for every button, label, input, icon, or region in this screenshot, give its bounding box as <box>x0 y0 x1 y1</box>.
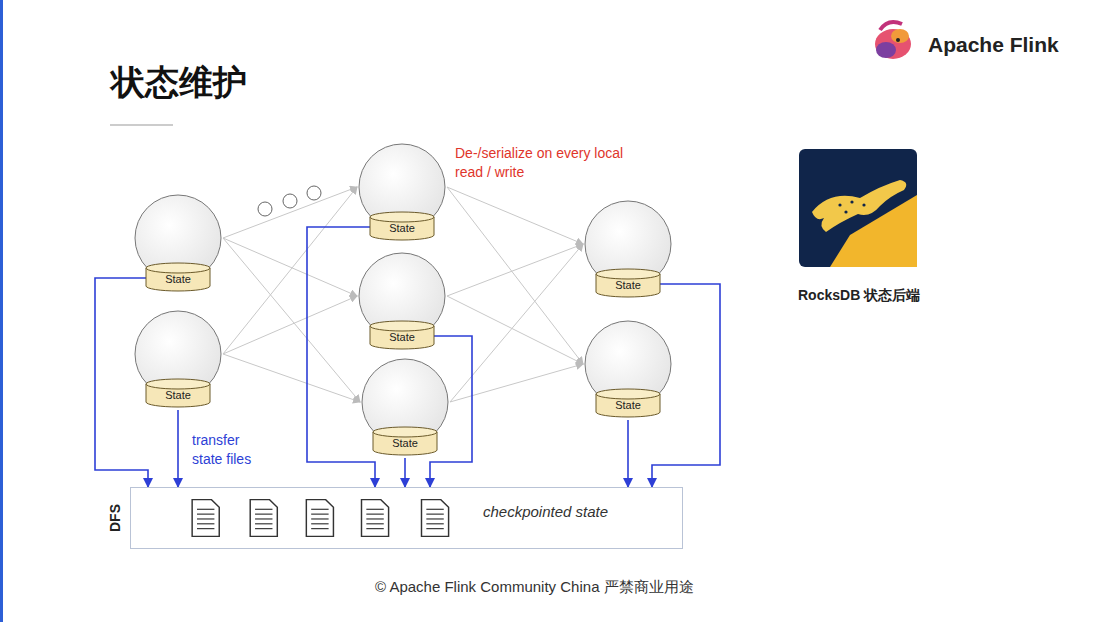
operator-circle: State <box>360 358 450 458</box>
callout-note: De-/serialize on every local read / writ… <box>455 144 625 182</box>
dfs-box: DFScheckpointed state <box>130 487 683 549</box>
state-label: State <box>146 273 210 285</box>
dataflow-arrow <box>223 187 357 354</box>
backend-name: RocksDB 状态后端 <box>798 287 920 305</box>
state-label: State <box>596 399 660 411</box>
operator-circle: State <box>357 252 447 352</box>
dataflow-arrow <box>223 354 360 402</box>
checkpoint-arrow <box>95 278 148 487</box>
operator-circle: State <box>583 200 673 300</box>
dataflow-arrow <box>223 238 357 296</box>
operator-circle: State <box>133 194 223 294</box>
dataflow-arrow <box>450 364 583 402</box>
state-label: State <box>370 222 434 234</box>
dataflow-arrow <box>223 238 360 402</box>
state-label: State <box>596 279 660 291</box>
dfs-heading: DFS <box>107 498 123 538</box>
operator-circle: State <box>583 320 673 420</box>
footer-caption: © Apache Flink Community China 严禁商业用途 <box>375 578 694 597</box>
dataflow-arrow <box>450 244 583 402</box>
operator-circle: State <box>133 310 223 410</box>
checkpoint-arrow <box>627 420 629 487</box>
dataflow-arrow <box>447 187 583 244</box>
dataflow-arrow <box>447 296 583 364</box>
rocksdb-icon <box>799 149 917 267</box>
checkpoint-arrow <box>404 458 406 487</box>
brand-name: Apache Flink <box>928 33 1059 57</box>
more-dots <box>258 186 321 216</box>
transfer-label: transfer state files <box>192 431 272 469</box>
state-label: State <box>146 389 210 401</box>
dataflow-arrow <box>223 296 357 354</box>
checkpoint-arrow <box>177 410 179 487</box>
slide-title: 状态维护 <box>111 60 247 106</box>
dfs-note: checkpointed state <box>483 503 608 520</box>
dataflow-arrow <box>447 187 583 364</box>
dataflow-arrow <box>447 244 583 296</box>
edge-bar <box>0 0 3 622</box>
operator-circle: State <box>357 143 447 243</box>
state-label: State <box>370 331 434 343</box>
title-rule <box>110 125 173 126</box>
checkpoint-arrow <box>307 227 375 487</box>
flink-logo <box>875 22 911 59</box>
state-label: State <box>373 437 437 449</box>
